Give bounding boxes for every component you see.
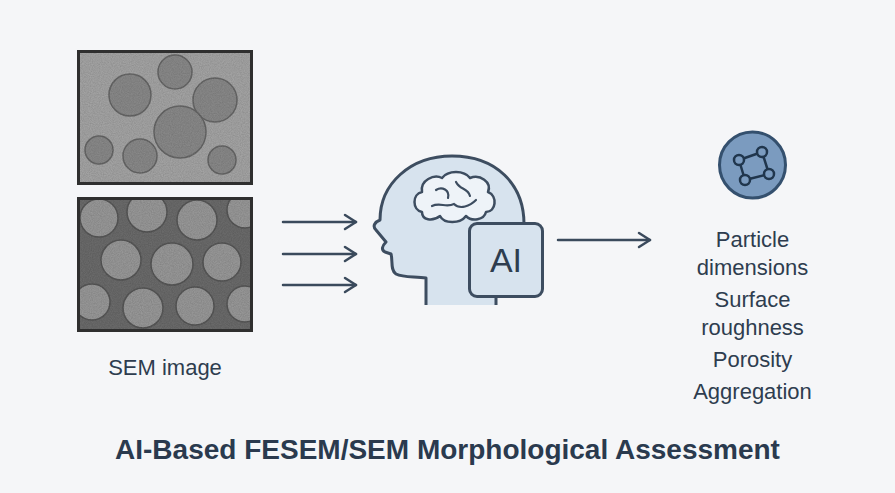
ai-box: AI: [468, 222, 544, 298]
output-item: Surface roughness: [665, 286, 840, 342]
output-item: Aggregation: [665, 378, 840, 406]
ai-head: AI: [360, 150, 548, 305]
network-icon: [665, 128, 840, 208]
flow-arrow: [558, 233, 650, 247]
sem-micrographs: [77, 50, 253, 332]
output-item: Porosity: [665, 346, 840, 374]
flow-arrow: [283, 247, 356, 261]
output-list: Particle dimensionsSurface roughnessPoro…: [665, 128, 840, 410]
ai-label: AI: [490, 241, 522, 279]
image-group: SEM image: [77, 50, 253, 382]
image-caption: SEM image: [77, 354, 253, 382]
flow-arrow: [283, 215, 356, 229]
diagram-title: AI-Based FESEM/SEM Morphological Assessm…: [0, 433, 895, 467]
output-item: Particle dimensions: [665, 226, 840, 282]
flow-arrow: [283, 278, 356, 292]
